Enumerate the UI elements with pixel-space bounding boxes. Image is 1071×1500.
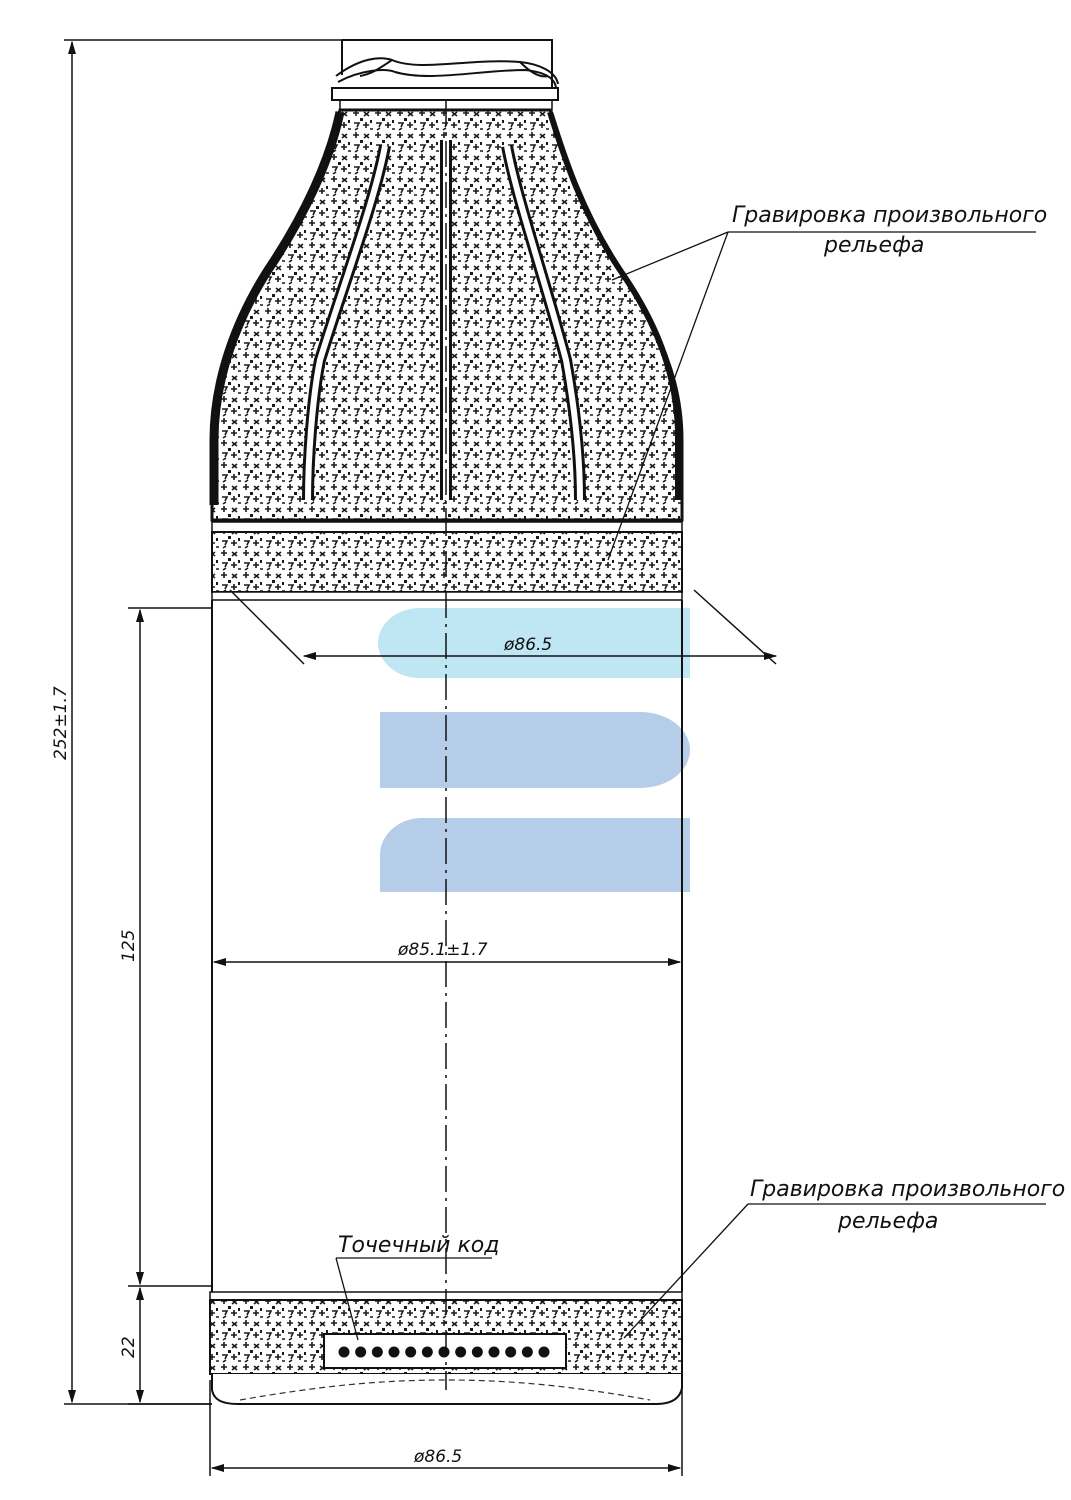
dot-code-dot: [438, 1346, 450, 1358]
engraving-top-line2: рельефа: [823, 233, 924, 258]
body-diameter-label: ø85.1±1.7: [397, 940, 488, 960]
overall-height-label: 252±1.7: [51, 686, 71, 760]
engraving-top-line1: Гравировка произвольного: [732, 203, 1047, 228]
dot-code-leaders: [335, 1257, 492, 1341]
bottle-body: [211, 600, 683, 1292]
dot-code-dot: [371, 1346, 383, 1358]
dot-code-dot: [405, 1346, 417, 1358]
upper-engraving-band: [211, 521, 683, 601]
engraving-top-leaders: [607, 231, 1036, 561]
engraving-bottom-leaders: [623, 1203, 1046, 1339]
dot-code-dot: [355, 1346, 367, 1358]
dot-code-dot: [471, 1346, 483, 1358]
dot-code-dot: [505, 1346, 517, 1358]
base-height-label: 22: [119, 1336, 139, 1358]
body-height-dimension: [128, 607, 212, 1287]
base-diameter-dimension: [209, 1380, 683, 1476]
shoulder-diameter-dimension: [229, 589, 778, 665]
dot-code-box: [323, 1333, 567, 1369]
dot-code-dot: [538, 1346, 550, 1358]
body-height-label: 125: [119, 930, 139, 962]
watermark-logo: [378, 608, 690, 892]
dot-code-dots: [338, 1346, 550, 1358]
engraving-bottom-line1: Гравировка произвольного: [750, 1177, 1065, 1202]
base-height-dimension: [128, 1286, 212, 1405]
base-diameter-label: ø86.5: [413, 1447, 462, 1467]
dot-code-dot: [488, 1346, 500, 1358]
shoulder-diameter-label: ø86.5: [503, 635, 552, 655]
dot-code-dot: [388, 1346, 400, 1358]
dot-code-dot: [421, 1346, 433, 1358]
bottle-finish: [331, 39, 559, 111]
bottle-shoulder: [209, 108, 684, 522]
dot-code-dot: [338, 1346, 350, 1358]
dot-code-label: Точечный код: [338, 1233, 499, 1258]
engraving-bottom-line2: рельефа: [837, 1209, 938, 1234]
dot-code-dot: [521, 1346, 533, 1358]
dot-code-dot: [455, 1346, 467, 1358]
